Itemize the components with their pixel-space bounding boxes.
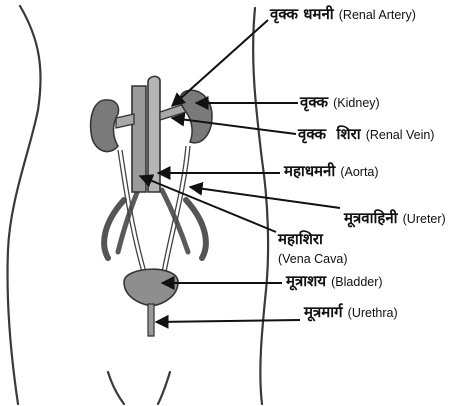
leader-vena-cava [140, 176, 276, 232]
right-ureter [162, 146, 186, 272]
label-ureter-english: (Ureter) [403, 212, 446, 226]
body-left-contour [7, 6, 40, 404]
body-right-contour [253, 8, 268, 404]
label-kidney: वृक्क (Kidney) [300, 94, 380, 110]
vena-cava [132, 86, 146, 192]
label-renal-artery-hindi: वृक्क धमनी [270, 5, 334, 23]
leg-divide-line [108, 372, 124, 404]
label-renal-vein-english: (Renal Vein) [366, 128, 435, 142]
label-vena-cava-hindi: महाशिरा [278, 232, 347, 247]
leader-urethra [156, 320, 300, 322]
label-urethra-english: (Urethra) [348, 306, 398, 320]
bladder [124, 269, 178, 306]
label-renal-artery: वृक्क धमनी (Renal Artery) [270, 6, 416, 22]
left-kidney [91, 100, 119, 152]
label-aorta-hindi: महाधमनी [284, 162, 335, 180]
label-kidney-english: (Kidney) [333, 96, 380, 110]
leader-renal-vein [172, 118, 296, 134]
label-bladder: मूत्राशय (Bladder) [286, 273, 383, 289]
label-renal-vein: वृक्क शिरा (Renal Vein) [298, 126, 434, 142]
label-ureter-hindi: मूत्रवाहिनी [344, 209, 398, 227]
label-renal-artery-english: (Renal Artery) [339, 8, 416, 22]
label-bladder-english: (Bladder) [331, 275, 382, 289]
label-vena-cava-english: (Vena Cava) [278, 253, 347, 266]
label-aorta-english: (Aorta) [340, 165, 378, 179]
body-outline [7, 6, 268, 404]
leg-divide-line-right [158, 372, 170, 404]
label-urethra: मूत्रमार्ग (Urethra) [304, 304, 398, 320]
label-aorta: महाधमनी (Aorta) [284, 163, 379, 179]
label-renal-vein-hindi: वृक्क शिरा [298, 125, 361, 143]
label-ureter: मूत्रवाहिनी (Ureter) [344, 210, 446, 226]
urethra [148, 304, 154, 336]
aorta [148, 76, 160, 192]
label-vena-cava: महाशिरा (Vena Cava) [278, 232, 347, 266]
right-kidney [180, 90, 212, 143]
label-kidney-hindi: वृक्क [300, 93, 328, 111]
label-urethra-hindi: मूत्रमार्ग [304, 303, 343, 321]
label-bladder-hindi: मूत्राशय [286, 272, 326, 290]
